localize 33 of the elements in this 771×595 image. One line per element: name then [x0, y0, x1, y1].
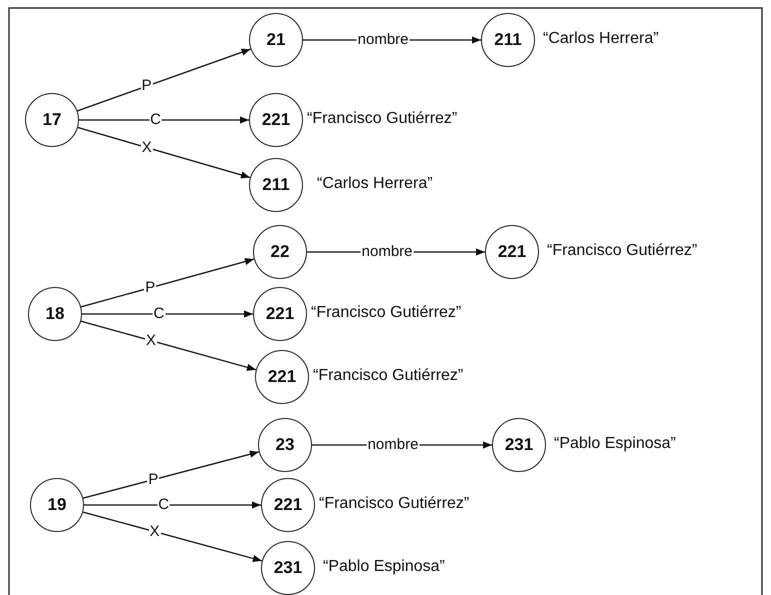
node-circle: 231 [492, 418, 546, 472]
arrow [77, 48, 251, 112]
node-circle: 18 [28, 287, 82, 341]
arrow [78, 126, 250, 178]
node-circle: 211 [481, 13, 535, 67]
arrow [79, 116, 249, 124]
value-text: “Pablo Espinosa” [323, 558, 445, 576]
node-circle: 221 [255, 350, 309, 404]
node-circle: 22 [253, 225, 307, 279]
node-circle: 17 [25, 93, 79, 147]
value-text: “Francisco Gutiérrez” [311, 304, 462, 322]
node-circle: 231 [261, 541, 315, 595]
arrow [80, 320, 256, 371]
value-text: “Francisco Gutiérrez” [547, 242, 698, 260]
value-text: “Francisco Gutiérrez” [313, 367, 464, 385]
arrow [82, 310, 253, 318]
arrow [84, 501, 261, 509]
node-circle: 23 [258, 418, 312, 472]
node-circle: 221 [485, 225, 539, 279]
value-text: “Carlos Herrera” [543, 30, 659, 48]
node-circle: 21 [249, 13, 303, 67]
node-circle: 221 [253, 287, 307, 341]
arrow [82, 511, 262, 562]
value-text: “Francisco Gutiérrez” [319, 495, 470, 513]
value-text: “Francisco Gutiérrez” [307, 110, 458, 128]
value-text: “Carlos Herrera” [317, 175, 433, 193]
value-text: “Pablo Espinosa” [554, 435, 676, 453]
node-circle: 19 [30, 478, 84, 532]
arrow [80, 258, 254, 308]
node-circle: 221 [261, 478, 315, 532]
arrow [82, 450, 260, 499]
node-circle: 221 [249, 93, 303, 147]
node-circle: 211 [249, 158, 303, 212]
